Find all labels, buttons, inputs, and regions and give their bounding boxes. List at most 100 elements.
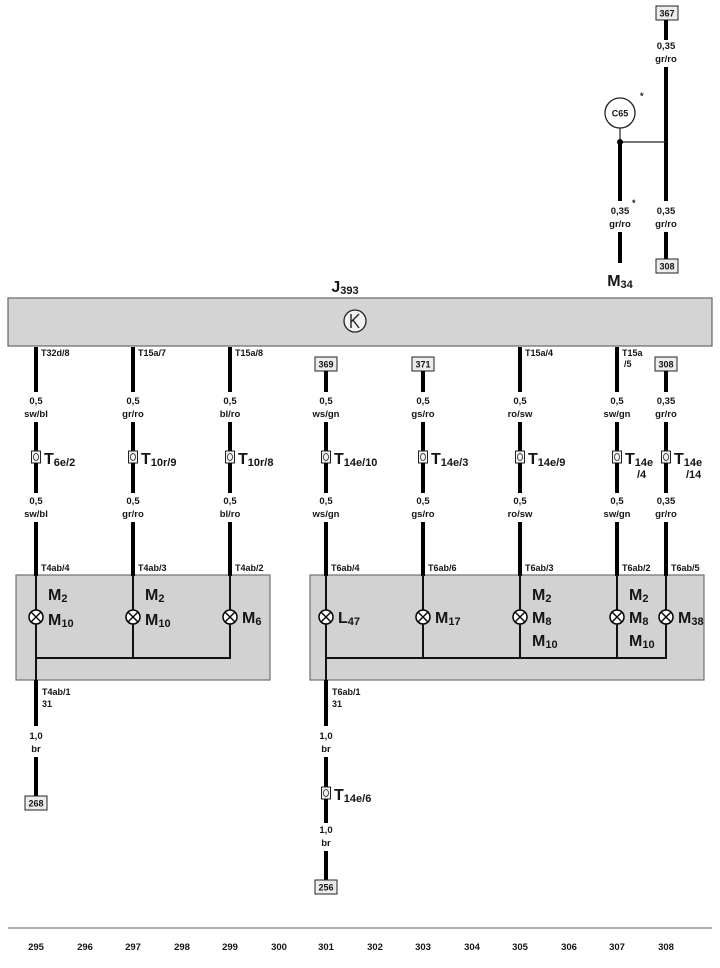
column-3-connector-pin-icon: [227, 453, 233, 461]
wire-size-label: 1,0: [319, 825, 332, 836]
column-7-component-2-sub: 8: [642, 616, 648, 628]
control-unit-icon: [343, 309, 367, 333]
column-8-wire-size-upper: 0,35: [657, 396, 676, 407]
column-6-component-2: M8: [532, 610, 551, 628]
wire-size-label: 0,35: [611, 206, 630, 217]
footer-column-number: 303: [415, 942, 431, 953]
column-6-connector-label-sub: 14e/9: [538, 457, 566, 469]
column-3-connector-label-sub: 10r/8: [248, 457, 274, 469]
column-4-connector-icon: [321, 450, 331, 464]
column-7-component-3-sub: 10: [642, 639, 654, 651]
column-1-connector-icon: [31, 450, 41, 464]
column-7-wire-size-lower: 0,5: [610, 496, 624, 507]
column-8-wire-color-upper: gr/ro: [655, 409, 677, 420]
ground-wire-left: T4ab/1 31 1,0 br 268: [24, 658, 71, 811]
column-7-pin-label-line2: /5: [624, 359, 632, 369]
column-8-connector-label: T14e: [674, 451, 702, 469]
column-6-component-2-sub: 8: [545, 616, 551, 628]
column-1-component-2-main: M: [48, 612, 61, 629]
wire-size-label: 1,0: [29, 731, 42, 742]
column-6-component-1-main: M: [532, 587, 545, 604]
column-1-component-1: M2: [48, 587, 67, 605]
column-2-component-2-main: M: [145, 612, 158, 629]
column-5-wire-color-upper: gs/ro: [411, 409, 434, 420]
ground-wire-right: T6ab/1 31 1,0 br T14e/6 1,0 br 256: [314, 658, 371, 895]
column-5-component-1-main: M: [435, 610, 448, 627]
column-8-wire-color-lower: gr/ro: [655, 509, 677, 520]
column-5-component-pin-label: T6ab/6: [428, 563, 457, 573]
component-panel-right: [309, 574, 705, 681]
column-3-component-1-main: M: [242, 610, 255, 627]
column-6-wire-size-upper: 0,5: [513, 396, 527, 407]
column-7-wire-color-upper: sw/gn: [604, 409, 631, 420]
connector-pin-icon: [323, 789, 329, 797]
column-6-connector-label-main: T: [528, 451, 538, 468]
column-6-pin-label: T15a/4: [525, 348, 553, 358]
column-3-pin-label: T15a/8: [235, 348, 263, 358]
column-2-connector-pin-icon: [130, 453, 136, 461]
column-2-connector-label: T10r/9: [141, 451, 176, 469]
column-2-component-2-sub: 10: [158, 618, 170, 630]
column-5-connector-label-sub: 14e/3: [441, 457, 469, 469]
wire-size-label: 0,35: [657, 41, 676, 52]
column-3-wire-color-upper: bl/ro: [220, 409, 241, 420]
column-4-component-pin-label: T6ab/4: [331, 563, 360, 573]
column-8-connector-icon: [661, 450, 671, 464]
footer-column-number: 301: [318, 942, 335, 953]
column-1-wire-color-lower: sw/bl: [24, 509, 48, 520]
column-4-connector-label-main: T: [334, 451, 344, 468]
column-8-connector-label-sub: 14e: [684, 457, 702, 469]
top-right-branch: 367 0,35 gr/ro C65 * 0,35 * gr/ro M34 0,…: [604, 5, 679, 291]
column-4-wire-color-lower: ws/gn: [312, 509, 340, 520]
column-4-connector-label: T14e/10: [334, 451, 377, 469]
component-label-top-right: M34: [607, 273, 633, 291]
terminal-label: 31: [42, 699, 52, 709]
column-7-component-3: M10: [629, 633, 655, 651]
column-6-lamp-cross: [515, 612, 525, 622]
column-8-lamp-cross: [661, 612, 671, 622]
column-8-component-1-sub: 38: [691, 616, 703, 628]
wire-mark: *: [632, 198, 636, 208]
reference-box-label: 268: [28, 799, 43, 809]
column-2-component-1: M2: [145, 587, 164, 605]
column-5-wire-size-upper: 0,5: [416, 396, 430, 407]
column-1-pin-label: T32d/8: [41, 348, 70, 358]
column-4-component-1-main: L: [338, 610, 348, 627]
column-8-connector-label-main: T: [674, 451, 684, 468]
wire-size-label: 1,0: [319, 731, 332, 742]
column-5-connector-label-main: T: [431, 451, 441, 468]
column-1-wire-size-upper: 0,5: [29, 396, 43, 407]
footer-column-number: 299: [222, 942, 238, 953]
wire-size-label: 0,35: [657, 206, 676, 217]
column-5-connector-pin-icon: [420, 453, 426, 461]
column-3-connector-label-main: T: [238, 451, 248, 468]
wire-color-label: gr/ro: [609, 219, 631, 230]
wire-color-label: gr/ro: [655, 219, 677, 230]
footer-column-number: 302: [367, 942, 383, 953]
column-3-component-1: M6: [242, 610, 261, 628]
terminal-label: 31: [332, 699, 342, 709]
pin-label: T6ab/1: [332, 687, 361, 697]
column-5-wire-size-lower: 0,5: [416, 496, 430, 507]
footer-column-number: 298: [174, 942, 190, 953]
column-5-connector-label: T14e/3: [431, 451, 468, 469]
column-8-component-1: M38: [678, 610, 704, 628]
column-7-component-2-main: M: [629, 610, 642, 627]
column-5-component-1: M17: [435, 610, 461, 628]
column-7-connector-label-sub: 14e: [635, 457, 653, 469]
column-7-component-pin-label: T6ab/2: [622, 563, 651, 573]
control-unit-label-sub: 393: [340, 285, 358, 297]
footer-column-number: 305: [512, 942, 529, 953]
column-6-component-3-sub: 10: [545, 639, 557, 651]
column-8-connector-pin-icon: [663, 453, 669, 461]
connector-icon: [321, 786, 331, 800]
footer-column-number: 307: [609, 942, 625, 953]
connector-label-main: T: [334, 787, 344, 804]
column-2-wire-size-upper: 0,5: [126, 396, 140, 407]
column-1-component-2: M10: [48, 612, 74, 630]
footer-column-number: 300: [271, 942, 287, 953]
